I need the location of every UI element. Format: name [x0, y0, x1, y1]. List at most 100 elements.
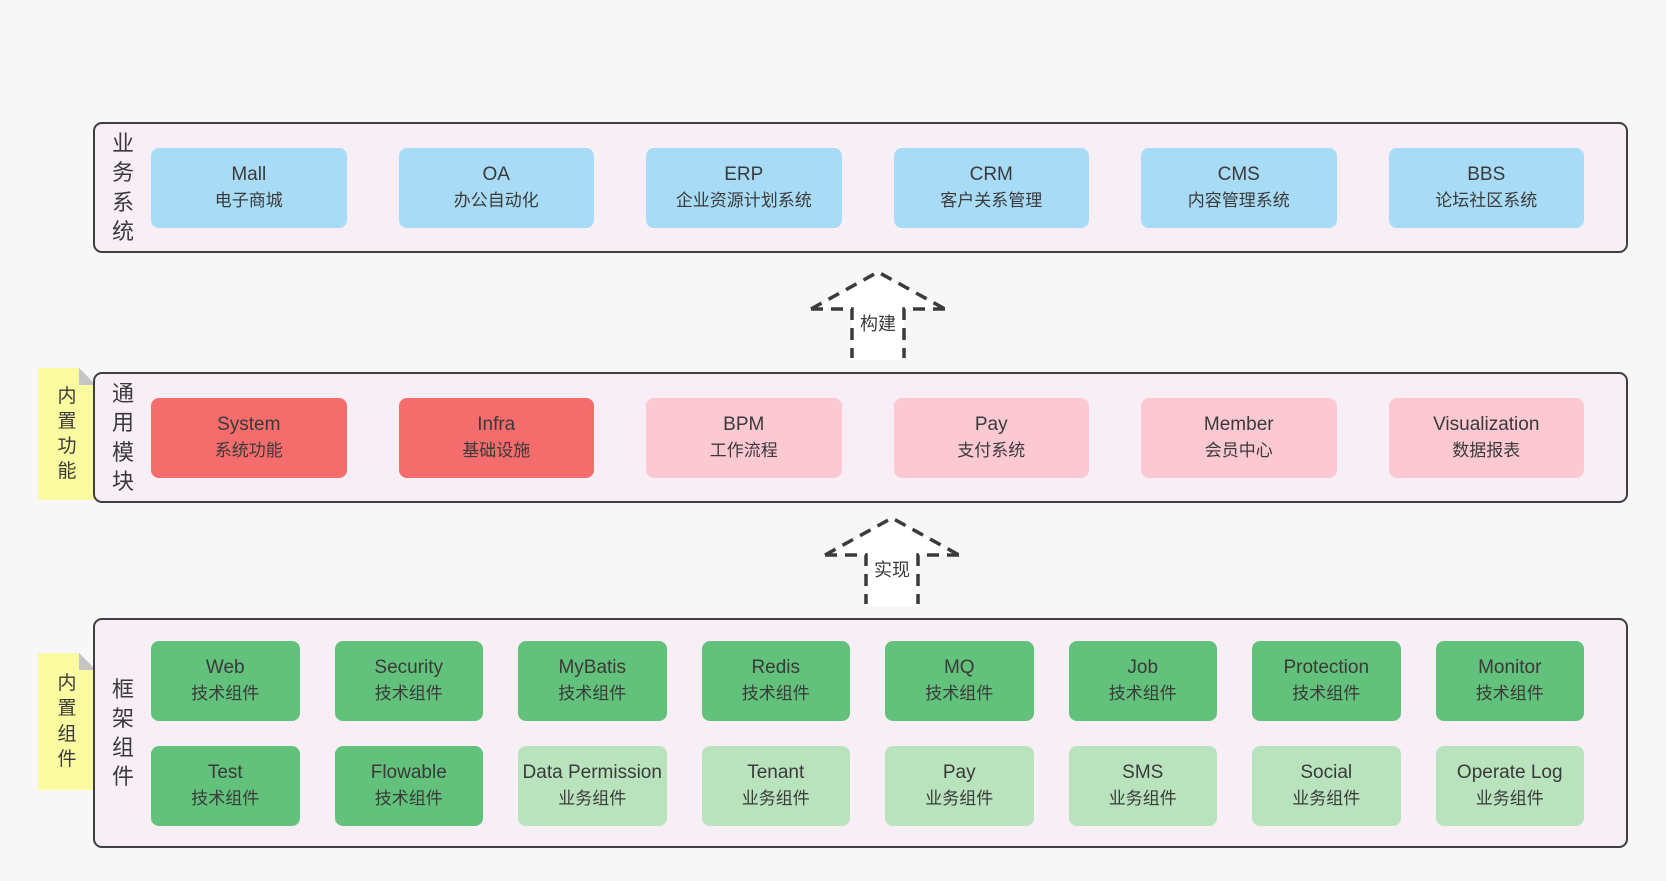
box-tenant: Tenant 业务组件: [701, 745, 850, 826]
box-name: Job: [1127, 656, 1159, 678]
box-name: BPM: [723, 413, 765, 435]
box-desc: 数据报表: [1452, 440, 1521, 460]
box-name: Monitor: [1478, 656, 1542, 678]
box-mall: Mall 电子商城: [151, 147, 347, 228]
box-name: Visualization: [1433, 413, 1540, 435]
box-name: ERP: [724, 163, 764, 185]
box-desc: 技术组件: [741, 683, 810, 703]
build-arrow: 构建: [808, 268, 948, 360]
box-name: Redis: [751, 656, 801, 678]
box-pay: Pay 支付系统: [893, 397, 1089, 478]
box-desc: 技术组件: [191, 788, 260, 808]
box-mq: MQ 技术组件: [885, 640, 1034, 721]
box-desc: 技术组件: [558, 683, 627, 703]
box-desc: 技术组件: [1475, 683, 1544, 703]
box-name: Pay: [942, 761, 976, 783]
box-social: Social 业务组件: [1252, 745, 1401, 826]
box-name: Social: [1300, 761, 1353, 783]
box-name: Test: [207, 761, 243, 783]
box-monitor: Monitor 技术组件: [1435, 640, 1584, 721]
box-test: Test 技术组件: [151, 745, 300, 826]
box-desc: 业务组件: [1292, 788, 1361, 808]
box-desc: 业务组件: [558, 788, 627, 808]
box-sms: SMS 业务组件: [1068, 745, 1217, 826]
box-bpm: BPM 工作流程: [646, 397, 842, 478]
box-security: Security 技术组件: [334, 640, 483, 721]
box-name: SMS: [1122, 761, 1164, 783]
components-row-1: Web 技术组件 Security 技术组件 MyBatis 技术组件 Redi…: [151, 640, 1584, 721]
folded-corner-icon: [79, 368, 96, 385]
box-name: CMS: [1217, 163, 1260, 185]
band-common-modules: 通用模块 System 系统功能 Infra 基础设施 BPM 工作流程 Pay…: [93, 372, 1628, 503]
box-desc: 基础设施: [462, 440, 531, 460]
box-desc: 技术组件: [1108, 683, 1177, 703]
box-name: MQ: [943, 656, 975, 678]
box-name: Protection: [1283, 656, 1370, 678]
box-cms: CMS 内容管理系统: [1141, 147, 1337, 228]
box-desc: 内容管理系统: [1187, 190, 1290, 210]
box-desc: 业务组件: [925, 788, 994, 808]
box-name: Mall: [231, 163, 267, 185]
box-operate-log: Operate Log 业务组件: [1435, 745, 1584, 826]
box-desc: 技术组件: [1292, 683, 1361, 703]
band-framework-components: 框架组件 Web 技术组件 Security 技术组件 MyBatis 技术组件…: [93, 618, 1628, 848]
components-row-2: Test 技术组件 Flowable 技术组件 Data Permission …: [151, 745, 1584, 826]
band-label-components: 框架组件: [95, 620, 151, 846]
box-desc: 业务组件: [1108, 788, 1177, 808]
box-desc: 技术组件: [374, 683, 443, 703]
sticky-note-builtin-features: 内置功能: [38, 368, 96, 500]
box-desc: 企业资源计划系统: [675, 190, 812, 210]
box-name: Operate Log: [1456, 761, 1563, 783]
box-system: System 系统功能: [151, 397, 347, 478]
box-name: MyBatis: [558, 656, 627, 678]
box-member: Member 会员中心: [1141, 397, 1337, 478]
band-business-systems: 业务系统 Mall 电子商城 OA 办公自动化 ERP 企业资源计划系统 CRM…: [93, 122, 1628, 253]
box-name: Security: [374, 656, 444, 678]
folded-corner-icon: [79, 653, 96, 670]
box-desc: 技术组件: [374, 788, 443, 808]
box-name: CRM: [969, 163, 1013, 185]
box-redis: Redis 技术组件: [701, 640, 850, 721]
band-label-text: 业务系统: [111, 131, 134, 244]
box-name: Data Permission: [522, 761, 662, 783]
box-desc: 技术组件: [191, 683, 260, 703]
box-visualization: Visualization 数据报表: [1388, 397, 1584, 478]
modules-box-row: System 系统功能 Infra 基础设施 BPM 工作流程 Pay 支付系统…: [151, 374, 1626, 501]
box-desc: 客户关系管理: [940, 190, 1043, 210]
band-label-text: 通用模块: [111, 381, 134, 494]
box-infra: Infra 基础设施: [398, 397, 594, 478]
box-name: System: [217, 413, 281, 435]
arrow-build-label: 构建: [857, 312, 899, 336]
box-name: Pay: [974, 413, 1008, 435]
box-protection: Protection 技术组件: [1252, 640, 1401, 721]
arrow-implement-label: 实现: [871, 558, 913, 582]
box-desc: 技术组件: [925, 683, 994, 703]
box-desc: 支付系统: [957, 440, 1026, 460]
box-mybatis: MyBatis 技术组件: [518, 640, 667, 721]
box-name: Tenant: [747, 761, 805, 783]
sticky-label: 内置组件: [57, 673, 77, 770]
box-flowable: Flowable 技术组件: [334, 745, 483, 826]
box-name: Infra: [477, 413, 516, 435]
box-name: BBS: [1467, 163, 1506, 185]
box-data-permission: Data Permission 业务组件: [518, 745, 667, 826]
box-oa: OA 办公自动化: [398, 147, 594, 228]
box-name: Web: [205, 656, 245, 678]
box-desc: 办公自动化: [453, 190, 539, 210]
components-rows: Web 技术组件 Security 技术组件 MyBatis 技术组件 Redi…: [151, 620, 1626, 846]
box-desc: 业务组件: [1475, 788, 1544, 808]
business-box-row: Mall 电子商城 OA 办公自动化 ERP 企业资源计划系统 CRM 客户关系…: [151, 124, 1626, 251]
box-desc: 系统功能: [214, 440, 283, 460]
box-pay-biz: Pay 业务组件: [885, 745, 1034, 826]
sticky-note-builtin-components: 内置组件: [38, 653, 96, 790]
box-name: Member: [1203, 413, 1274, 435]
band-label-text: 框架组件: [111, 676, 134, 790]
box-name: OA: [482, 163, 510, 185]
implement-arrow: 实现: [822, 514, 962, 606]
box-crm: CRM 客户关系管理: [893, 147, 1089, 228]
box-job: Job 技术组件: [1068, 640, 1217, 721]
box-desc: 论坛社区系统: [1435, 190, 1538, 210]
box-desc: 业务组件: [741, 788, 810, 808]
box-desc: 工作流程: [709, 440, 778, 460]
sticky-label: 内置功能: [57, 385, 77, 483]
